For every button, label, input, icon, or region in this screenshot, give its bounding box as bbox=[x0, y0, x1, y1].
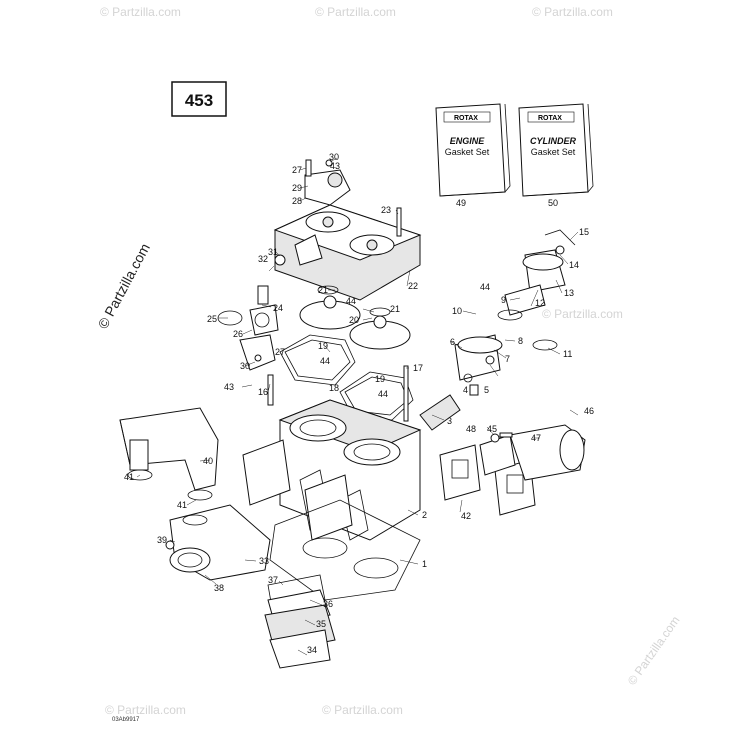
cylinder-block bbox=[242, 399, 422, 541]
kit-number: 49 bbox=[456, 198, 466, 208]
leader-lines bbox=[136, 157, 579, 656]
callout-11: 11 bbox=[563, 349, 572, 359]
callout-29: 29 bbox=[292, 183, 302, 193]
callout-42: 42 bbox=[461, 511, 471, 521]
callout-48: 48 bbox=[466, 424, 476, 434]
callout-26: 26 bbox=[233, 329, 243, 339]
kit-title: CYLINDER bbox=[530, 136, 577, 146]
watermark-text: © Partzilla.com bbox=[532, 5, 613, 19]
thermostat-assembly bbox=[217, 254, 286, 406]
kit-number: 50 bbox=[548, 198, 558, 208]
callout-45: 45 bbox=[487, 424, 497, 434]
rotax-logo bbox=[443, 111, 491, 123]
callout-16: 16 bbox=[258, 387, 268, 397]
watermark-text-dark: © Partzilla.com bbox=[95, 241, 153, 332]
callout-46: 46 bbox=[584, 406, 594, 416]
callout-12: 12 bbox=[535, 298, 545, 308]
callout-35: 35 bbox=[316, 619, 326, 629]
callout-9: 9 bbox=[501, 295, 506, 305]
studs bbox=[403, 365, 409, 422]
callout-25: 25 bbox=[207, 314, 217, 324]
kit-brand: ROTAX bbox=[454, 115, 478, 122]
engine-gasket-kit: ROTAX ENGINE Gasket Set 49 bbox=[435, 103, 511, 208]
callout-44a: 44 bbox=[480, 282, 490, 292]
callout-44d: 44 bbox=[378, 389, 388, 399]
watermark-text: © Partzilla.com bbox=[315, 5, 396, 19]
kit-subtitle: Gasket Set bbox=[445, 147, 490, 157]
callout-47: 47 bbox=[531, 433, 541, 443]
callout-numbers: 1 2 3 4 5 6 7 8 9 10 11 12 13 14 15 16 1… bbox=[124, 152, 594, 655]
callout-38: 38 bbox=[214, 583, 224, 593]
intake-adaptor bbox=[165, 504, 271, 581]
exhaust-manifold bbox=[119, 407, 219, 501]
callout-27a: 27 bbox=[292, 165, 302, 175]
callout-17: 17 bbox=[413, 363, 423, 373]
callout-41b: 41 bbox=[177, 500, 187, 510]
page-number: 453 bbox=[185, 91, 213, 110]
callout-43b: 43 bbox=[224, 382, 234, 392]
rotax-logo bbox=[527, 111, 575, 123]
callout-2: 2 bbox=[422, 510, 427, 520]
callout-36: 36 bbox=[323, 599, 333, 609]
callout-41a: 41 bbox=[124, 472, 134, 482]
callout-24: 24 bbox=[273, 303, 283, 313]
callout-43a: 43 bbox=[330, 161, 340, 171]
callout-7: 7 bbox=[505, 354, 510, 364]
callout-30b: 30 bbox=[240, 361, 250, 371]
kit-brand: ROTAX bbox=[538, 115, 562, 122]
cylinder-gasket-kit: ROTAX CYLINDER Gasket Set 50 bbox=[518, 103, 594, 208]
callout-22: 22 bbox=[408, 281, 418, 291]
watermark-text: © Partzilla.com bbox=[100, 5, 181, 19]
rave-valve-assembly bbox=[419, 229, 576, 431]
callout-1: 1 bbox=[422, 559, 427, 569]
callout-23: 23 bbox=[381, 205, 391, 215]
callout-18: 18 bbox=[329, 383, 339, 393]
page-number-frame bbox=[171, 81, 227, 117]
callout-21a: 21 bbox=[318, 285, 328, 295]
callout-34: 34 bbox=[307, 645, 317, 655]
kit-subtitle: Gasket Set bbox=[531, 147, 576, 157]
callout-44c: 44 bbox=[320, 356, 330, 366]
watermark-text: © Partzilla.com bbox=[542, 307, 623, 321]
callout-31: 31 bbox=[268, 247, 278, 257]
callout-27b: 27 bbox=[275, 347, 285, 357]
callout-20: 20 bbox=[349, 315, 359, 325]
figure-code: 03Ab9917 bbox=[112, 717, 140, 723]
callout-21b: 21 bbox=[390, 304, 400, 314]
callout-15: 15 bbox=[579, 227, 589, 237]
callout-30a: 30 bbox=[329, 152, 339, 162]
kit-title: ENGINE bbox=[450, 136, 486, 146]
page-number-box: 453 bbox=[171, 81, 227, 117]
watermark-text: © Partzilla.com bbox=[105, 703, 186, 717]
callout-28: 28 bbox=[292, 196, 302, 206]
callout-32: 32 bbox=[258, 254, 268, 264]
callout-10: 10 bbox=[452, 306, 462, 316]
watermark-text: © Partzilla.com bbox=[625, 613, 683, 687]
callout-37: 37 bbox=[268, 575, 278, 585]
combustion-domes bbox=[299, 285, 411, 350]
callout-14: 14 bbox=[569, 260, 579, 270]
cylinder-head bbox=[273, 204, 422, 301]
callout-19a: 19 bbox=[318, 341, 328, 351]
callout-6: 6 bbox=[450, 337, 455, 347]
callout-33: 33 bbox=[259, 556, 269, 566]
callout-44b: 44 bbox=[346, 296, 356, 306]
callout-8: 8 bbox=[518, 336, 523, 346]
callout-13: 13 bbox=[564, 288, 574, 298]
exhaust-outlet bbox=[490, 424, 586, 481]
reed-valve-parts bbox=[264, 574, 336, 669]
callout-5: 5 bbox=[484, 385, 489, 395]
watermark-text: © Partzilla.com bbox=[322, 703, 403, 717]
callout-19b: 19 bbox=[375, 374, 385, 384]
callout-4: 4 bbox=[463, 385, 468, 395]
water-outlet-housing bbox=[304, 159, 351, 206]
callout-40: 40 bbox=[203, 456, 213, 466]
callout-39: 39 bbox=[157, 535, 167, 545]
base-gasket bbox=[269, 499, 421, 601]
callout-3: 3 bbox=[447, 416, 452, 426]
